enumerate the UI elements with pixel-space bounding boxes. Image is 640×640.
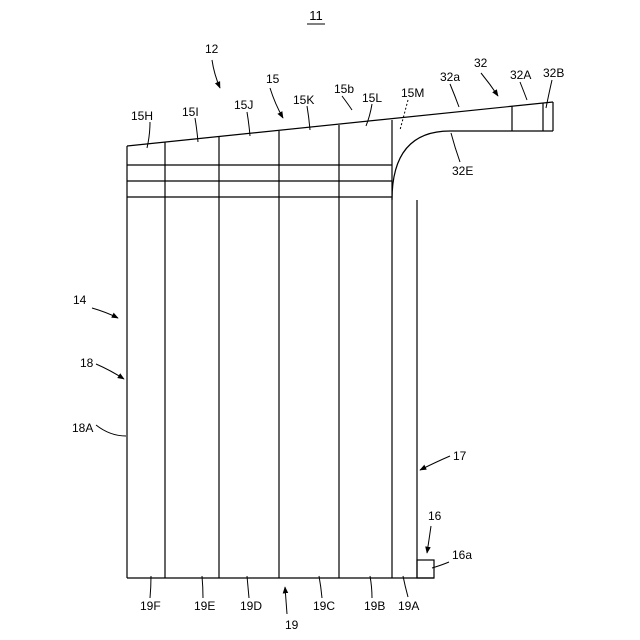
label-19D: 19D xyxy=(240,599,262,613)
figure-number: 11 xyxy=(309,8,323,23)
element-16 xyxy=(417,560,434,578)
label-14: 14 xyxy=(73,293,87,307)
label-12: 12 xyxy=(205,42,219,56)
label-32A: 32A xyxy=(510,68,531,82)
label-18: 18 xyxy=(80,356,94,370)
label-15H: 15H xyxy=(131,109,153,123)
label-15J: 15J xyxy=(234,98,253,112)
label-19F: 19F xyxy=(140,599,161,613)
label-15I: 15I xyxy=(182,105,199,119)
label-19B: 19B xyxy=(364,599,385,613)
main-body xyxy=(127,102,553,578)
curved-edge-32E xyxy=(392,131,450,200)
label-32: 32 xyxy=(474,56,488,70)
label-16a: 16a xyxy=(452,548,472,562)
label-15K: 15K xyxy=(293,93,314,107)
label-19C: 19C xyxy=(313,599,335,613)
label-15b: 15b xyxy=(334,82,354,96)
label-15: 15 xyxy=(266,72,280,86)
label-15M: 15M xyxy=(401,86,424,100)
label-15L: 15L xyxy=(362,91,382,105)
label-19: 19 xyxy=(285,618,299,632)
label-32E: 32E xyxy=(452,164,473,178)
label-32B: 32B xyxy=(543,66,564,80)
label-19E: 19E xyxy=(194,599,215,613)
label-18A: 18A xyxy=(72,421,93,435)
label-17: 17 xyxy=(453,449,467,463)
label-19A: 19A xyxy=(398,599,419,613)
label-32a: 32a xyxy=(440,70,460,84)
label-16: 16 xyxy=(428,509,442,523)
